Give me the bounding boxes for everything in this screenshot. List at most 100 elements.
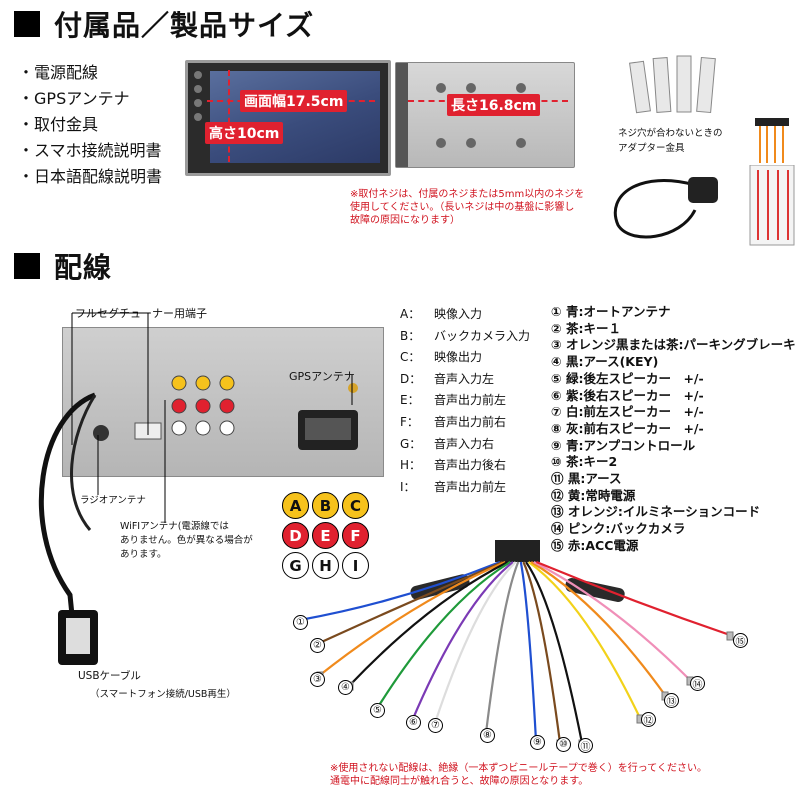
list-item: 取付金具 [18, 112, 162, 138]
front-unit-image [185, 60, 391, 176]
wire-marker: ④ [338, 680, 353, 695]
harness-wire [525, 561, 584, 744]
list-item: ⑮ 赤:ACC電源 [551, 537, 639, 553]
harness-connector [495, 540, 540, 562]
side-bezel [396, 63, 408, 167]
wire-marker: ⑧ [480, 728, 495, 743]
wire-marker: ⑭ [690, 676, 705, 691]
list-item: ② 茶:キー１ [551, 320, 621, 336]
harness-wire [535, 560, 731, 637]
section-header-accessories: 付属品／製品サイズ [14, 4, 314, 44]
harness-wire [519, 561, 538, 742]
list-item: ⑧ 灰:前右スピーカー +/- [551, 420, 704, 436]
length-label: 長さ16.8cm [447, 94, 541, 116]
list-item: ⑨ 青:アンプコントロール [551, 437, 696, 453]
section-header-wiring: 配線 [14, 246, 112, 286]
list-item: ③ オレンジ黒または茶:パーキングブレーキ [551, 337, 796, 353]
connector-badge: A [282, 492, 309, 519]
wire-marker: ⑥ [406, 715, 421, 730]
usb-cable-sublabel: （スマートフォン接続/USB再生） [90, 689, 236, 700]
list-item: G：音声入力右 [400, 436, 495, 451]
harness-wire [314, 560, 504, 646]
list-item: ⑥ 紫:後右スピーカー +/- [551, 387, 704, 403]
section-marker-icon [14, 11, 40, 37]
connector-list: A：映像入力 B：バックカメラ入力 C：映像出力 D：音声入力左 E：音声出力前… [400, 304, 530, 498]
list-item: スマホ接続説明書 [18, 138, 162, 164]
harness-wire [527, 561, 641, 719]
wire-marker: ③ [310, 672, 325, 687]
list-item: C：映像出力 [400, 350, 483, 365]
harness-wire [533, 561, 691, 681]
section-marker-icon [14, 253, 40, 279]
accessory-list: 電源配線 GPSアンテナ 取付金具 スマホ接続説明書 日本語配線説明書 [18, 60, 162, 190]
left-fuse [410, 574, 470, 600]
connector-badge: C [342, 492, 369, 519]
gps-label: GPSアンテナ [289, 370, 355, 383]
harness-wire [349, 561, 509, 686]
connector-badge: B [312, 492, 339, 519]
rear-panel-image [62, 327, 384, 477]
list-item: ⑫ 黄:常時電源 [551, 487, 636, 503]
harness-wire [530, 561, 666, 696]
list-item: E：音声出力前左 [400, 393, 507, 408]
connector-badge: E [312, 522, 339, 549]
usb-connector-image [58, 610, 98, 665]
radio-antenna-label: ラジオアンテナ [80, 495, 146, 506]
rear-leader-lines [38, 312, 353, 616]
height-dimension-line [228, 70, 230, 162]
list-item: F：音声出力前右 [400, 414, 507, 429]
wire-marker: ⑬ [664, 693, 679, 708]
screen-area [210, 71, 380, 163]
wifi-antenna-label: WiFIアンテナ(電源線では ありません。色が異なる場合が あります。 [120, 521, 253, 560]
list-item: B：バックカメラ入力 [400, 328, 531, 343]
wire-marker: ⑤ [370, 703, 385, 718]
harness-wire [299, 560, 501, 622]
list-item: ④ 黒:アース(KEY) [551, 354, 659, 370]
screw-note: ※取付ネジは、付属のネジまたは5mm以内のネジを 使用してください。（長いネジは… [350, 189, 585, 226]
list-item: ⑬ オレンジ:イルミネーションコード [551, 504, 761, 520]
harness-wire [319, 560, 506, 676]
harness-wire [410, 561, 514, 722]
front-buttons [194, 71, 204, 131]
wire-marker: ⑩ [556, 737, 571, 752]
connector-badge: I [342, 552, 369, 579]
wire-marker: ⑮ [733, 633, 748, 648]
wire-marker: ② [310, 638, 325, 653]
height-label: 高さ10cm [205, 122, 284, 144]
wire-marker: ⑪ [578, 738, 593, 753]
list-item: ⑩ 茶:キー2 [551, 454, 618, 470]
list-item: GPSアンテナ [18, 86, 162, 112]
rear-panel-ports [93, 375, 358, 450]
usb-cable-label: USBケーブル [78, 670, 141, 682]
list-item: ① 青:オートアンテナ [551, 304, 671, 319]
list-item: A：映像入力 [400, 307, 483, 321]
connector-badge: D [282, 522, 309, 549]
harness-wire [377, 561, 511, 708]
harness-wire [484, 561, 520, 734]
list-item: I：音声出力前左 [400, 479, 507, 494]
section-title: 配線 [54, 251, 113, 284]
connector-badge: F [342, 522, 369, 549]
wire-color-list: ① 青:オートアンテナ ② 茶:キー１ ③ オレンジ黒または茶:パーキングブレー… [551, 304, 796, 555]
wiring-harness-image [296, 540, 734, 749]
harness-wire [433, 561, 517, 724]
list-item: 日本語配線説明書 [18, 164, 162, 190]
list-item: 電源配線 [18, 60, 162, 86]
harness-wire [522, 561, 562, 744]
list-item: ⑭ ピンク:バックカメラ [551, 521, 686, 537]
connector-badge: G [282, 552, 309, 579]
connector-badge: H [312, 552, 339, 579]
right-fuse [565, 578, 625, 602]
list-item: D：音声入力左 [400, 371, 495, 386]
adapter-bracket-image [625, 50, 725, 120]
list-item: ⑪ 黒:アース [551, 471, 622, 487]
list-item: ⑤ 緑:後左スピーカー +/- [551, 370, 704, 386]
wire-marker: ⑨ [530, 735, 545, 750]
adapter-caption: ネジ穴が合わないときの アダプター金具 [618, 128, 723, 154]
screen-width-label: 画面幅17.5cm [240, 90, 348, 112]
wire-marker: ⑦ [428, 718, 443, 733]
list-item: ⑦ 白:前左スピーカー +/- [551, 404, 704, 420]
wire-marker: ⑫ [641, 712, 656, 727]
gps-antenna-image [600, 164, 800, 250]
list-item: H：音声出力後右 [400, 458, 507, 473]
